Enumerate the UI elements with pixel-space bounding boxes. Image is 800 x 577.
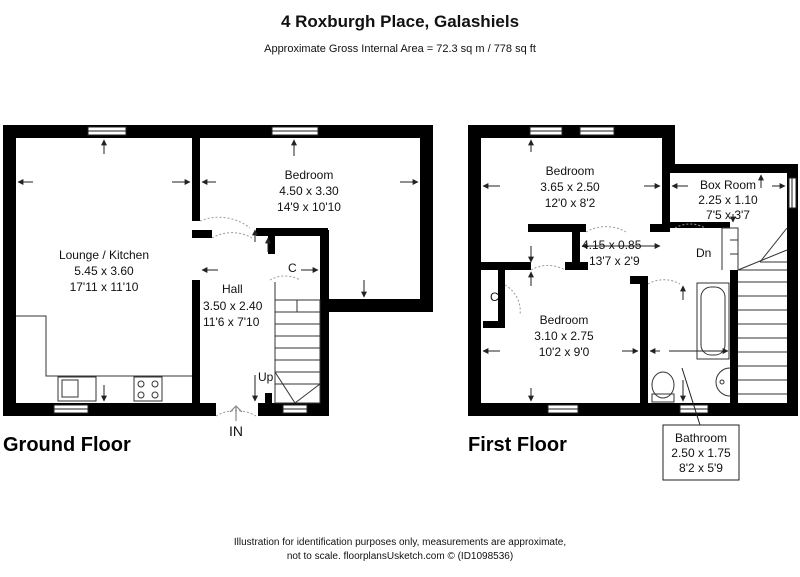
disclaimer: Illustration for identification purposes… [0, 536, 800, 564]
room-box-room-name: Box Room [700, 178, 756, 192]
first-floor-plan: Bedroom 3.65 x 2.50 12'0 x 8'2 Box Room … [468, 125, 798, 481]
room-ff-bedroom1-name: Bedroom [546, 164, 595, 178]
gf-stairs-up-label: Up [258, 370, 274, 384]
room-bathroom-imperial: 8'2 x 5'9 [679, 461, 723, 475]
room-bathroom-metric: 2.50 x 1.75 [671, 446, 731, 460]
room-gf-bedroom-name: Bedroom [285, 168, 334, 182]
room-ff-bedroom1-imperial: 12'0 x 8'2 [545, 196, 596, 210]
room-gf-bedroom-imperial: 14'9 x 10'10 [277, 200, 341, 214]
disclaimer-line-1: Illustration for identification purposes… [233, 537, 567, 548]
landing-imperial: 13'7 x 2'9 [589, 254, 640, 268]
room-ff-bedroom1-metric: 3.65 x 2.50 [540, 180, 600, 194]
ground-floor-plan: Lounge / Kitchen 5.45 x 3.60 17'11 x 11'… [3, 125, 433, 456]
disclaimer-line-2: not to scale. floorplansUsketch.com © (I… [286, 551, 514, 562]
room-ff-bedroom2-imperial: 10'2 x 9'0 [539, 345, 590, 359]
area-summary: Approximate Gross Internal Area = 72.3 s… [264, 43, 536, 55]
bathroom-callout [662, 424, 740, 481]
room-lounge-kitchen-metric: 5.45 x 3.60 [74, 264, 134, 278]
first-floor-label: First Floor [468, 434, 567, 456]
room-ff-bedroom2-name: Bedroom [540, 313, 589, 327]
room-hall-imperial: 11'6 x 7'10 [203, 315, 260, 329]
ff-cupboard-label: C [490, 290, 499, 304]
room-hall-metric: 3.50 x 2.40 [203, 299, 263, 313]
page-title: 4 Roxburgh Place, Galashiels [280, 12, 520, 31]
ground-floor-label: Ground Floor [3, 434, 131, 456]
room-lounge-kitchen-imperial: 17'11 x 11'10 [70, 280, 139, 294]
room-box-room-metric: 2.25 x 1.10 [698, 193, 758, 207]
entrance-label: IN [229, 423, 243, 439]
landing-metric: 4.15 x 0.85 [582, 238, 642, 252]
room-ff-bedroom2-metric: 3.10 x 2.75 [534, 329, 594, 343]
gf-cupboard-label: C [288, 261, 297, 275]
room-gf-bedroom-metric: 4.50 x 3.30 [279, 184, 339, 198]
room-lounge-kitchen-name: Lounge / Kitchen [59, 248, 149, 262]
room-bathroom-name: Bathroom [675, 431, 727, 445]
room-box-room-imperial: 7'5 x 3'7 [706, 208, 750, 222]
ff-stairs-down-label: Dn [696, 246, 711, 260]
room-hall-name: Hall [222, 282, 243, 296]
